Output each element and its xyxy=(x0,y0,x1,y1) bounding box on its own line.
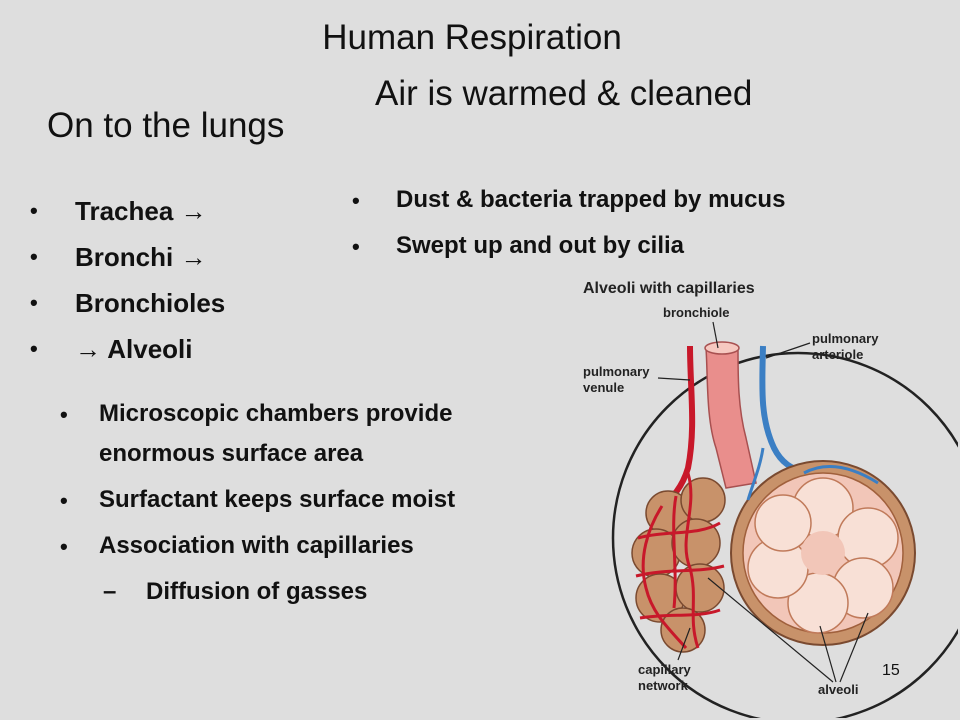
point-chambers-cont: enormous surface area xyxy=(99,440,364,467)
label-pulmonary-venule-2: venule xyxy=(583,380,624,395)
point-capillaries: Association with capillaries xyxy=(99,532,414,559)
list-item-bronchi: Bronchi → xyxy=(75,242,207,272)
bronchiole-opening xyxy=(704,341,740,355)
right-heading: Air is warmed & cleaned xyxy=(375,74,753,113)
bullet: • xyxy=(352,188,360,213)
label-pulmonary-venule-1: pulmonary xyxy=(583,364,650,379)
list-item-trachea: Trachea → xyxy=(75,196,207,226)
bullet: • xyxy=(352,234,360,259)
bullet: • xyxy=(60,402,68,427)
bullet: • xyxy=(60,488,68,513)
point-chambers: Microscopic chambers provide xyxy=(99,400,453,427)
bullet: • xyxy=(30,198,38,223)
venule-vessel xyxy=(660,345,696,509)
label-pulmonary-arteriole-1: pulmonary xyxy=(812,331,879,346)
label-capillary-network-2: network xyxy=(638,678,689,693)
left-alveoli-cluster xyxy=(631,477,726,653)
figure-outline xyxy=(611,351,958,718)
bullet: • xyxy=(30,290,38,315)
point-surfactant: Surfactant keeps surface moist xyxy=(99,486,456,513)
arteriole-vessel xyxy=(759,345,806,476)
figure-title: Alveoli with capillaries xyxy=(583,280,755,297)
bullet: • xyxy=(60,534,68,559)
bronchiole-tube xyxy=(705,347,757,489)
right-alveolus-section xyxy=(730,460,916,646)
dash: – xyxy=(103,578,117,605)
list-item-mucus: Dust & bacteria trapped by mucus xyxy=(396,186,786,213)
capillary-lines xyxy=(635,472,725,650)
alveoli-figure: Alveoli with capillaries xyxy=(583,280,958,718)
list-item-cilia: Swept up and out by cilia xyxy=(396,232,685,259)
bullet: • xyxy=(30,244,38,269)
list-item-alveoli: → Alveoli xyxy=(75,334,193,364)
label-capillary-network-1: capillary xyxy=(638,662,692,677)
list-item-bronchioles: Bronchioles xyxy=(75,288,226,318)
page-number: 15 xyxy=(882,662,900,679)
bullet: • xyxy=(30,336,38,361)
label-bronchiole: bronchiole xyxy=(663,305,729,320)
slide-title: Human Respiration xyxy=(322,18,622,57)
left-heading: On to the lungs xyxy=(47,106,285,145)
right-capillaries xyxy=(746,447,879,501)
sub-point-diffusion: Diffusion of gasses xyxy=(146,578,368,605)
label-alveoli: alveoli xyxy=(818,682,858,697)
label-pulmonary-arteriole-2: arteriole xyxy=(812,347,863,362)
